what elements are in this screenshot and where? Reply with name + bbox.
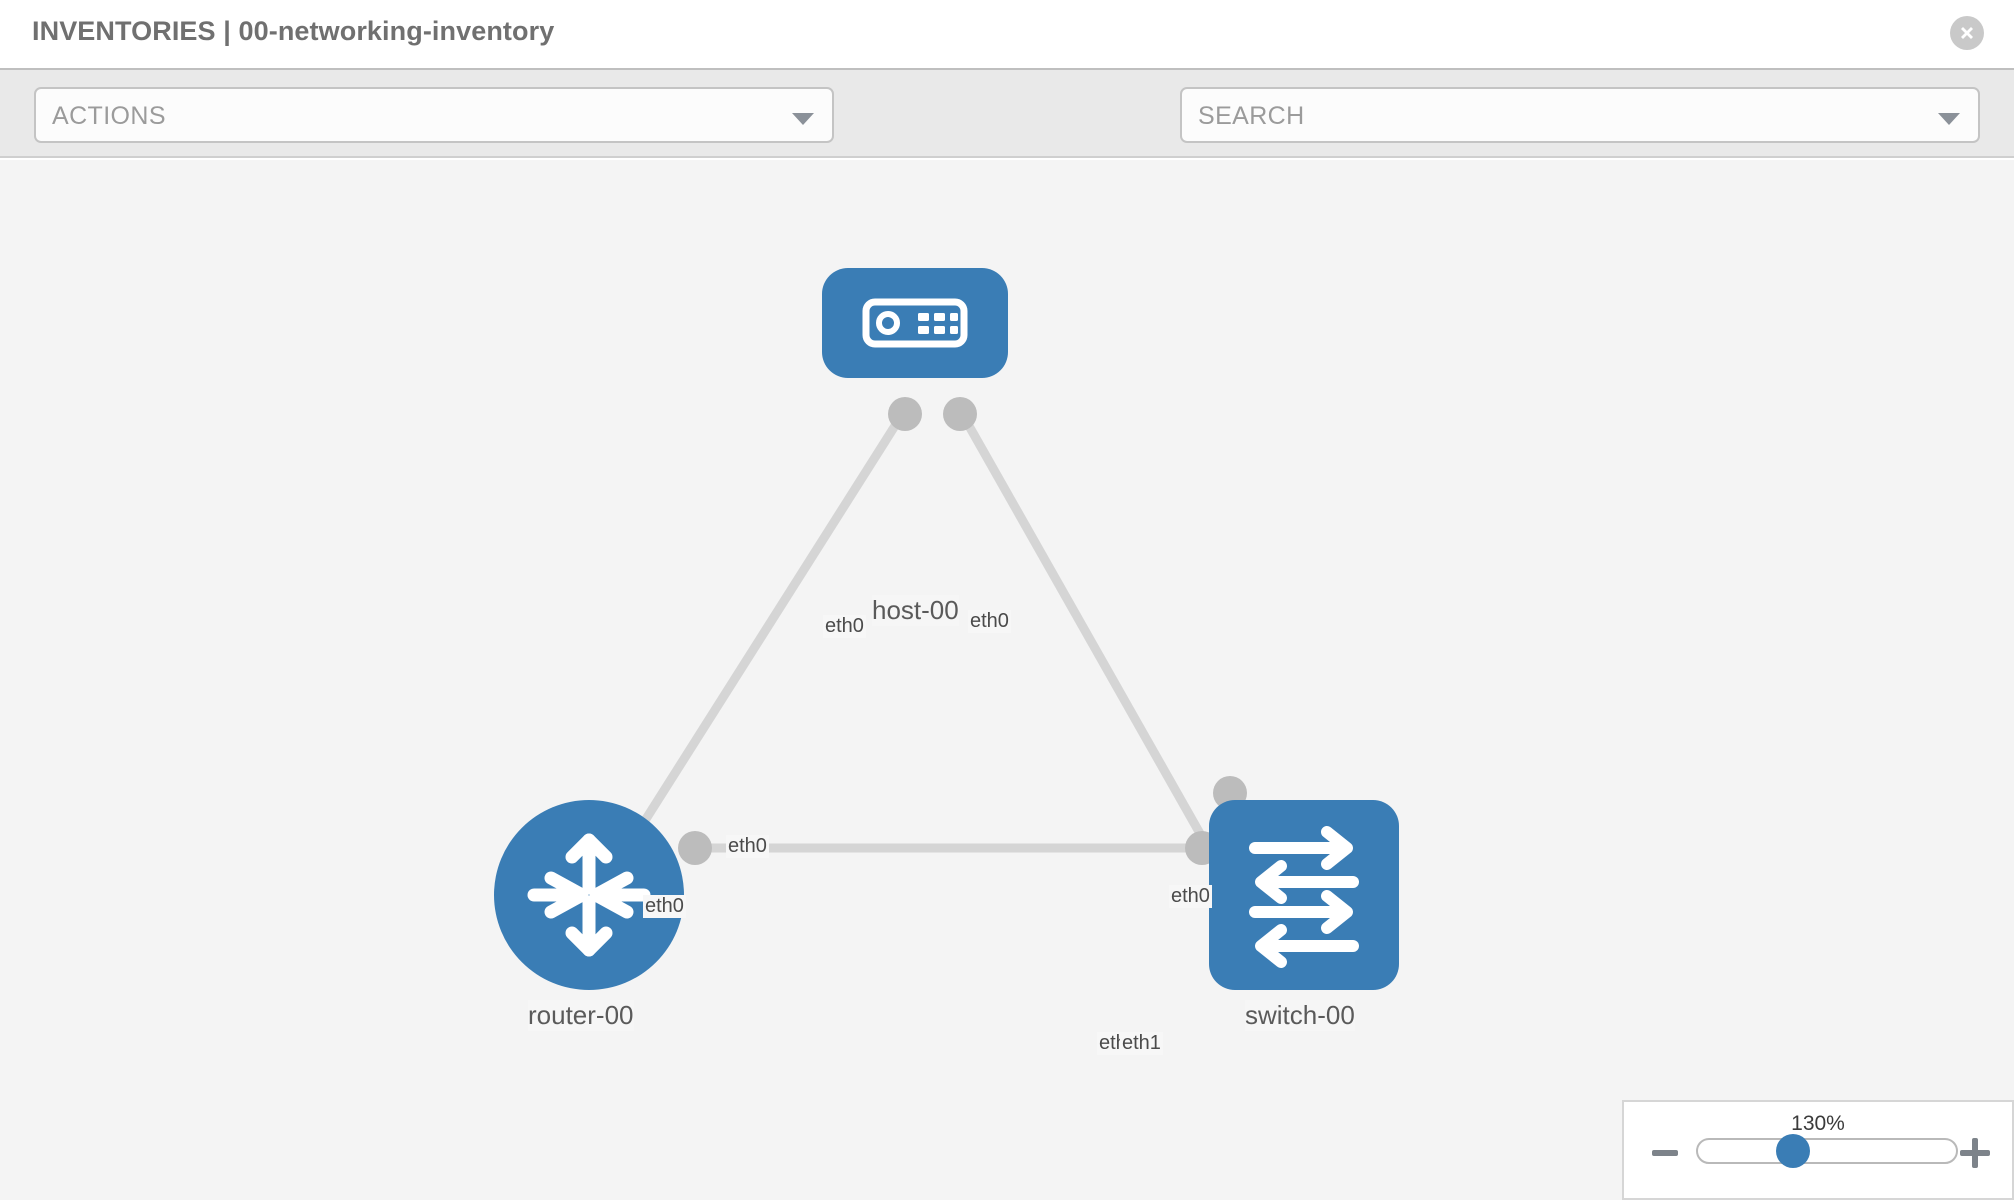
close-button[interactable]	[1950, 16, 1984, 50]
node-host-00[interactable]	[822, 268, 1008, 378]
zoom-out-button[interactable]	[1652, 1150, 1678, 1156]
switch-arrows-icon	[1249, 826, 1359, 968]
toolbar: ACTIONS SEARCH	[0, 68, 2014, 197]
router-arrows-icon	[527, 833, 651, 957]
node-label-switch-00: switch-00	[1245, 1000, 1355, 1031]
edge-host-router	[616, 407, 909, 863]
zoom-slider-thumb[interactable]	[1776, 1134, 1810, 1168]
host-node-shape[interactable]	[822, 268, 1008, 378]
switch-node-shape[interactable]	[1209, 800, 1399, 990]
actions-dropdown-label: ACTIONS	[52, 102, 166, 130]
zoom-control-panel: 130%	[1622, 1100, 2014, 1200]
connector-host-left	[888, 397, 922, 431]
search-placeholder: SEARCH	[1198, 102, 1305, 130]
connector-router-right	[678, 831, 712, 865]
topology-canvas[interactable]: host-00 eth0 eth0	[0, 160, 2014, 1200]
node-switch-00[interactable]	[1209, 800, 1399, 990]
chevron-down-icon	[792, 113, 814, 125]
page-header: INVENTORIES | 00-networking-inventory	[0, 0, 2014, 68]
actions-dropdown[interactable]: ACTIONS	[34, 87, 834, 143]
edge-label-router-right: eth0	[726, 835, 769, 858]
close-icon	[1961, 27, 1973, 39]
topology-edges	[616, 407, 1219, 863]
edge-label-host-right: eth0	[968, 610, 1011, 633]
search-input[interactable]: SEARCH	[1180, 87, 1980, 143]
zoom-level-value: 130%	[1791, 1112, 1845, 1135]
edge-label-host-left: eth0	[823, 615, 866, 638]
search-chevron-down-icon[interactable]	[1938, 113, 1960, 125]
node-label-host-00: host-00	[872, 595, 959, 626]
connector-host-right	[943, 397, 977, 431]
page-title: INVENTORIES | 00-networking-inventory	[32, 16, 555, 46]
node-label-router-00: router-00	[528, 1000, 634, 1031]
server-icon	[862, 298, 968, 348]
edge-label-switch-left-b: eth1	[1120, 1032, 1163, 1055]
zoom-slider-track[interactable]	[1696, 1138, 1958, 1164]
edge-label-switch-upper: eth0	[1169, 885, 1212, 908]
edge-host-switch	[956, 407, 1219, 863]
zoom-in-button[interactable]	[1960, 1138, 1990, 1168]
edge-label-router-upper: eth0	[643, 895, 686, 918]
